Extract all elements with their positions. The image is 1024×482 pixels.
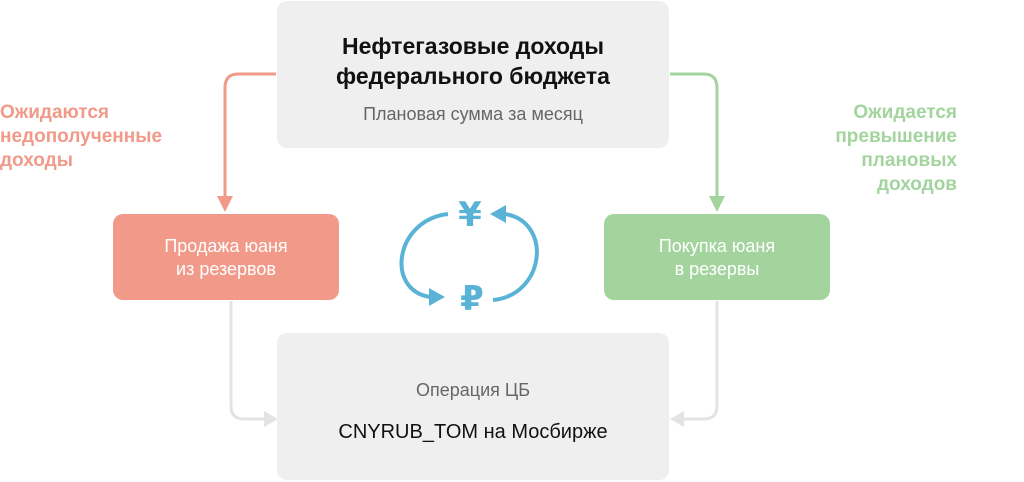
cycle-arrow-head-ruble [429,288,445,306]
yuan-purchase-label: Покупка юаня в резервы [658,236,776,279]
cycle-arc-left [399,212,449,299]
arrow-to-sale [223,72,276,198]
arrow-head-sale-operation [264,411,278,427]
cnyrub-tom-value: CNYRUB_TOM на Мосбирже [338,421,608,443]
yuan-sale-box: Продажа юаня из резервов [113,214,339,300]
surplus-note: Ожидается превышение плановых доходов [835,102,957,195]
yuan-purchase-box: Покупка юаня в резервы [604,214,830,300]
shortfall-note: Ожидаются недополученные доходы [0,102,163,171]
arrow-to-purchase [670,72,719,198]
oil-gas-revenue-title: Нефтегазовые доходы федерального бюджета [336,33,610,89]
arrow-head-purchase-operation [670,411,684,427]
arrow-purchase-to-operation [682,301,719,421]
arrow-head-sale [217,196,233,212]
arrow-sale-to-operation [229,301,266,421]
yuan-sale-label: Продажа юаня из резервов [164,236,288,279]
planned-amount-label: Плановая сумма за месяц [363,104,583,124]
cbr-operation-box: Операция ЦБ CNYRUB_TOM на Мосбирже [277,333,669,480]
arrow-head-purchase [709,196,725,212]
cbr-operation-label: Операция ЦБ [415,380,531,400]
cycle-arrow-head-yuan [490,205,506,223]
yuan-icon: ¥ [458,195,482,235]
cycle-arc-right [492,212,539,302]
ruble-icon: ₽ [460,279,484,319]
oil-gas-revenue-box: Нефтегазовые доходы федерального бюджета… [277,1,669,148]
